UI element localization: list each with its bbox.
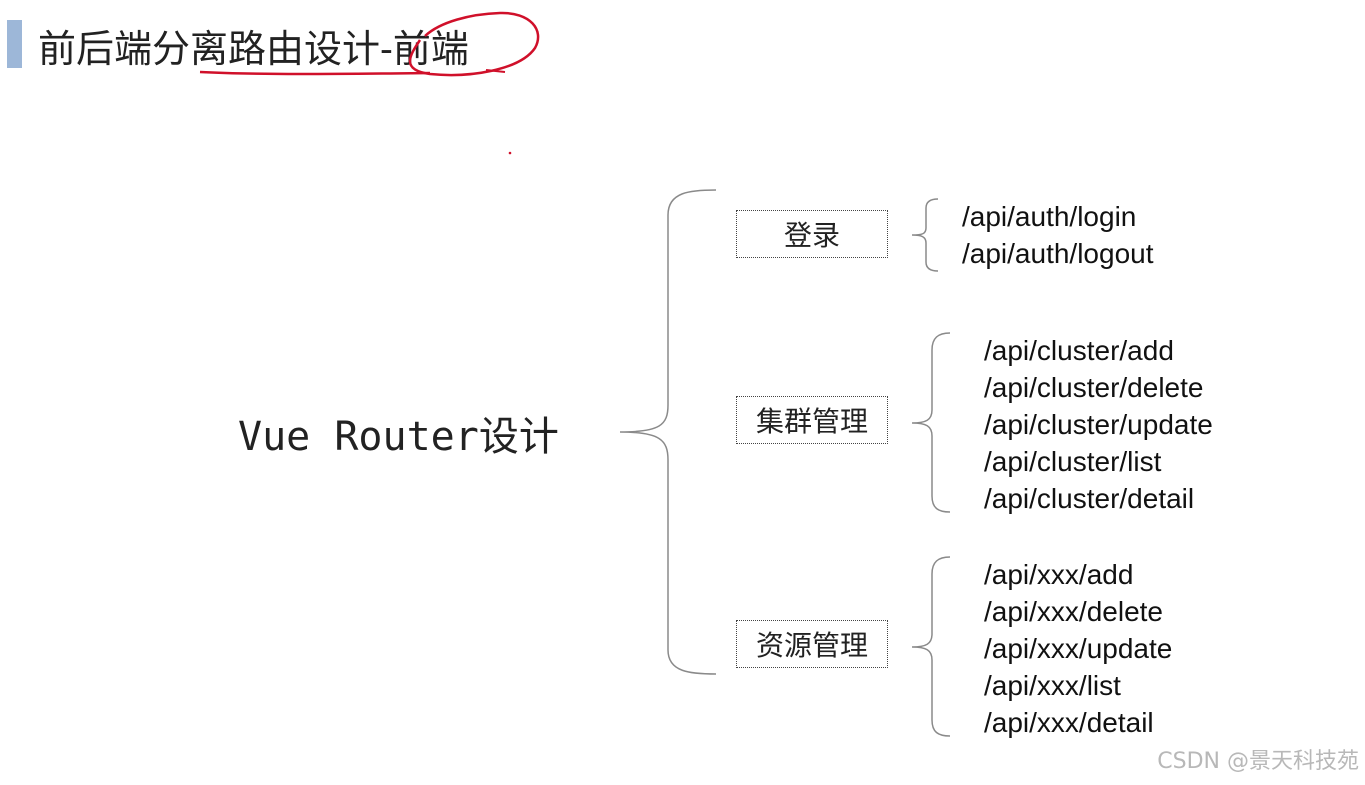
route-item: /api/cluster/add	[984, 335, 1174, 366]
route-item: /api/cluster/list	[984, 446, 1162, 477]
brace-resource	[911, 556, 951, 737]
route-list-cluster: /api/cluster/add /api/cluster/delete /ap…	[984, 332, 1213, 517]
route-item: /api/auth/logout	[962, 238, 1154, 269]
route-item: /api/cluster/delete	[984, 372, 1204, 403]
annotation-dot	[508, 151, 512, 155]
group-label-resource: 资源管理	[755, 629, 868, 662]
group-label-login: 登录	[783, 219, 840, 252]
route-item: /api/xxx/list	[984, 670, 1121, 701]
root-node-label: Vue Router设计	[238, 414, 559, 460]
route-item: /api/xxx/delete	[984, 596, 1163, 627]
brace-login	[911, 198, 939, 272]
group-label-cluster: 集群管理	[755, 405, 868, 438]
main-brace	[619, 189, 717, 675]
route-item: /api/xxx/detail	[984, 707, 1154, 738]
title-accent-bar	[7, 20, 22, 68]
watermark: CSDN @景天科技苑	[1157, 749, 1359, 774]
page-title: 前后端分离路由设计-前端	[38, 27, 469, 71]
route-item: /api/xxx/update	[984, 633, 1173, 664]
route-list-resource: /api/xxx/add /api/xxx/delete /api/xxx/up…	[984, 556, 1172, 741]
annotation-circle	[408, 11, 540, 77]
route-item: /api/auth/login	[962, 201, 1137, 232]
route-item: /api/xxx/add	[984, 559, 1134, 590]
brace-cluster	[911, 332, 951, 513]
route-item: /api/cluster/detail	[984, 483, 1195, 514]
group-box-login: 登录	[736, 210, 888, 258]
route-list-login: /api/auth/login /api/auth/logout	[962, 198, 1154, 272]
annotation-tick	[485, 69, 506, 73]
group-box-cluster: 集群管理	[736, 396, 888, 444]
route-item: /api/cluster/update	[984, 409, 1213, 440]
annotation-underline	[199, 70, 431, 76]
group-box-resource: 资源管理	[736, 620, 888, 668]
